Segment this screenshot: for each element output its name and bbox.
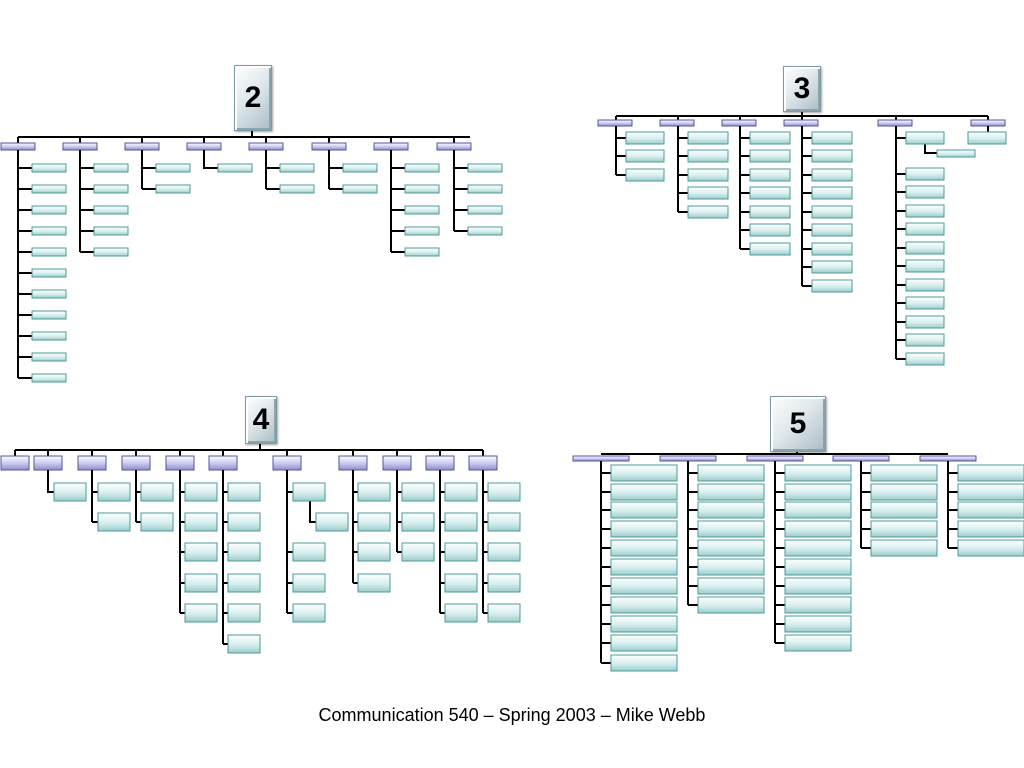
org-chart-4 bbox=[0, 443, 521, 654]
org-chart-2 bbox=[0, 130, 503, 383]
leaf-boxes bbox=[31, 163, 503, 383]
root-node-5: 5 bbox=[770, 396, 826, 452]
footer-caption: Communication 540 – Spring 2003 – Mike W… bbox=[318, 705, 706, 725]
header-boxes bbox=[0, 142, 472, 151]
org-chart-5 bbox=[572, 450, 1024, 672]
header-boxes bbox=[0, 455, 498, 471]
header-boxes bbox=[597, 119, 1006, 127]
root-node-3: 3 bbox=[783, 66, 821, 112]
root-node-2: 2 bbox=[234, 65, 272, 131]
root-node-4: 4 bbox=[245, 396, 277, 444]
leaf-boxes bbox=[53, 482, 521, 654]
leaf-boxes bbox=[625, 131, 1007, 366]
org-chart-3 bbox=[597, 110, 1007, 366]
leaf-boxes bbox=[610, 464, 1024, 672]
header-boxes bbox=[572, 455, 977, 462]
